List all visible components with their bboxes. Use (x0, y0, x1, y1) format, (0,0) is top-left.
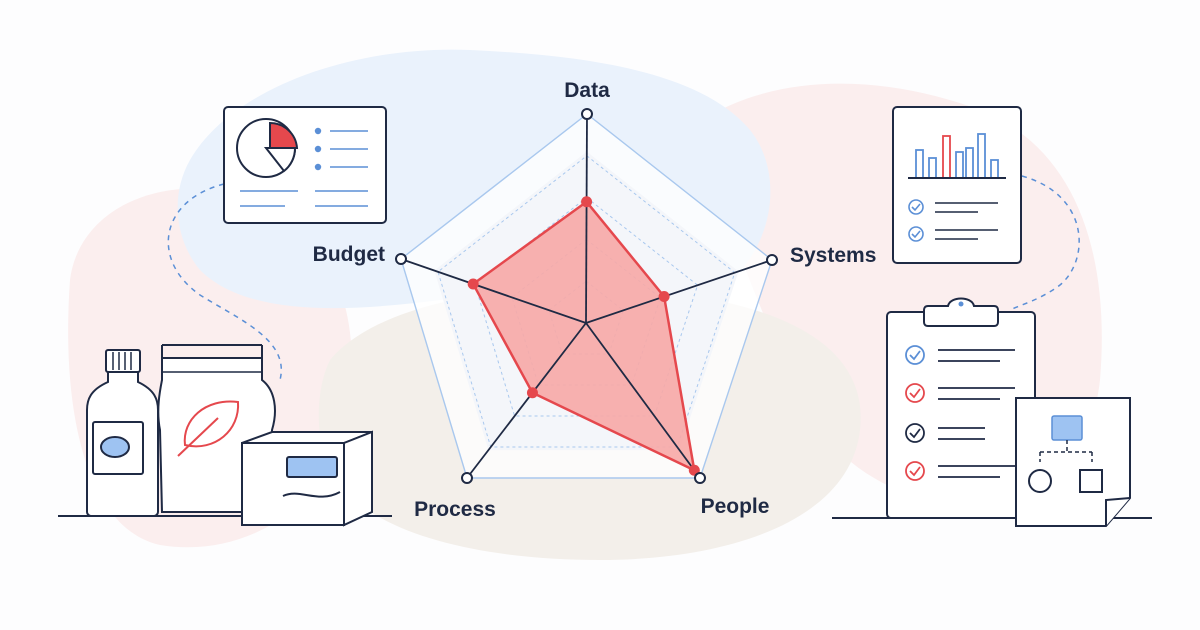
products-group (58, 344, 392, 527)
connector-right (1009, 175, 1080, 311)
axis-label-data: Data (564, 79, 610, 102)
org-chart-document-icon (1015, 397, 1131, 527)
dashed-connectors (167, 175, 1080, 381)
bottle-icon (86, 349, 159, 517)
pie-chart-report-icon (223, 106, 387, 224)
axis-label-people: People (701, 495, 770, 518)
radar-point-budget (467, 278, 479, 290)
axis-labels: Data Systems People Process Budget (313, 79, 877, 521)
radar-grid-ring-4 (437, 155, 736, 448)
radar-axis-end-data (581, 108, 593, 120)
radar-point-systems (658, 291, 670, 303)
axis-label-process: Process (414, 498, 496, 521)
axis-label-budget: Budget (313, 243, 385, 266)
connector-left (167, 183, 283, 381)
radar-axis-end-systems (766, 254, 778, 266)
radar-spoke-budget (400, 258, 587, 324)
box-icon (241, 430, 373, 527)
radar-spoke-systems (585, 259, 773, 324)
checklist-clipboard-icon (886, 297, 1036, 519)
radar-axis-end-budget (395, 253, 407, 265)
radar-grid-ring-5 (400, 113, 773, 479)
radar-chart (395, 108, 778, 484)
bar-chart-report-icon (892, 106, 1022, 264)
radar-spoke-data (585, 113, 588, 324)
radar-point-process (526, 387, 538, 399)
radar-series-area (471, 200, 696, 472)
radar-axis-end-process (461, 472, 473, 484)
radar-point-data (581, 196, 593, 208)
clipboard-group (832, 297, 1152, 527)
radar-spoke-people (585, 322, 701, 479)
axis-label-systems: Systems (790, 244, 876, 267)
radar-axis-end-people (694, 472, 706, 484)
radar-spoke-process (466, 322, 587, 479)
